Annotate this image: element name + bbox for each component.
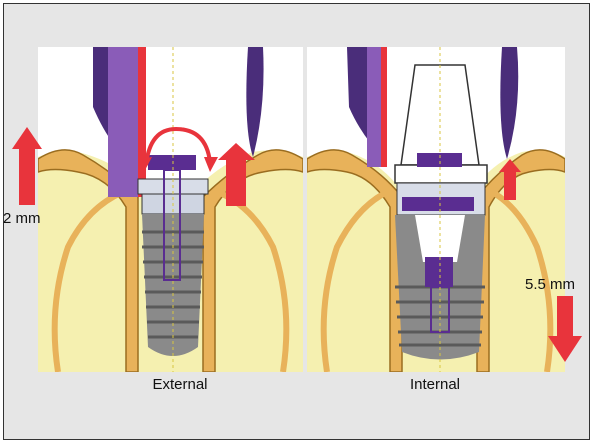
caption-external: External [120, 376, 240, 393]
measurement-label-5-5mm: 5.5 mm [525, 276, 575, 293]
down-arrow-icon [548, 296, 582, 362]
measurement-label-2mm: 2 mm [3, 210, 41, 227]
internal-implant-svg [307, 47, 565, 372]
caption-internal: Internal [375, 376, 495, 393]
external-implant-illustration [38, 47, 303, 372]
external-implant-svg [38, 47, 303, 372]
up-arrow-icon [12, 127, 42, 205]
internal-implant-illustration [307, 47, 565, 372]
